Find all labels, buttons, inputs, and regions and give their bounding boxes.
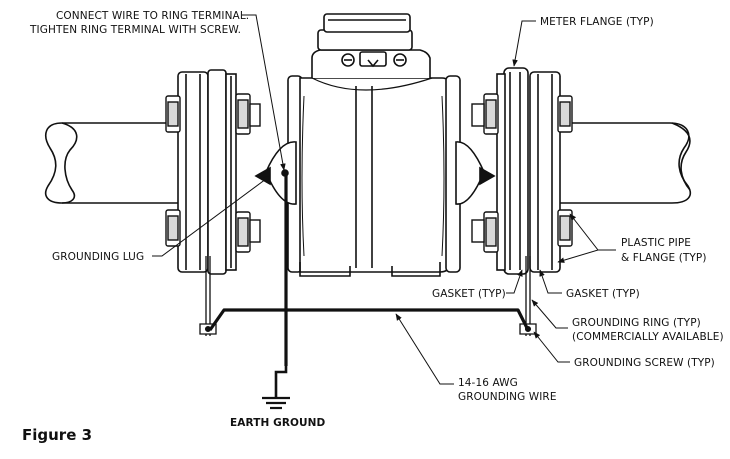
label-gasket-right: GASKET (TYP) bbox=[566, 288, 640, 300]
right-pipe bbox=[548, 122, 692, 204]
label-grounding-lug: GROUNDING LUG bbox=[52, 251, 144, 263]
label-grounding-ring-1: GROUNDING RING (TYP) bbox=[572, 317, 701, 329]
label-wire-2: GROUNDING WIRE bbox=[458, 391, 557, 403]
right-grounding-lug bbox=[455, 141, 496, 205]
left-plastic-flange bbox=[177, 69, 237, 275]
meter-head bbox=[311, 13, 433, 91]
right-flange-bolts bbox=[471, 93, 573, 253]
meter-body bbox=[287, 75, 461, 277]
label-grounding-screw: GROUNDING SCREW (TYP) bbox=[574, 357, 715, 369]
left-flange-bolts bbox=[165, 93, 261, 253]
label-connect-wire-2: TIGHTEN RING TERMINAL WITH SCREW. bbox=[29, 24, 241, 36]
grounding-wire bbox=[208, 173, 530, 366]
leader-lines bbox=[152, 14, 616, 385]
label-connect-wire-1: CONNECT WIRE TO RING TERMINAL. bbox=[56, 10, 249, 22]
right-plastic-flange bbox=[496, 67, 561, 275]
label-wire-1: 14-16 AWG bbox=[458, 377, 518, 389]
label-plastic-pipe-2: & FLANGE (TYP) bbox=[621, 252, 707, 264]
left-pipe bbox=[44, 122, 190, 204]
label-earth-ground: EARTH GROUND bbox=[230, 417, 326, 429]
label-meter-flange: METER FLANGE (TYP) bbox=[540, 16, 654, 28]
earth-ground-symbol bbox=[262, 366, 290, 410]
label-grounding-ring-2: (COMMERCIALLY AVAILABLE) bbox=[572, 331, 724, 343]
figure-caption: Figure 3 bbox=[22, 426, 92, 444]
label-plastic-pipe-1: PLASTIC PIPE bbox=[621, 237, 691, 249]
label-gasket-left: GASKET (TYP) bbox=[432, 288, 506, 300]
left-grounding-lug bbox=[254, 141, 297, 205]
